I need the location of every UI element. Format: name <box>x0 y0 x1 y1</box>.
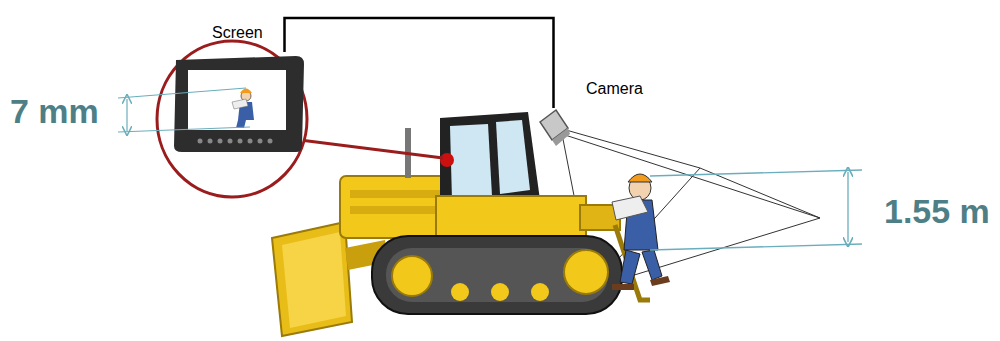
inset-leader <box>300 140 443 158</box>
signal-wire <box>285 18 554 108</box>
worker-figure <box>612 174 670 290</box>
camera-symbol <box>540 110 570 146</box>
camera-box: Camera <box>540 108 570 146</box>
node-label: Screen <box>212 24 263 42</box>
screen-location-dot <box>440 153 454 167</box>
node-label: Camera <box>586 80 643 98</box>
inset-circle <box>157 41 307 197</box>
height-dimension <box>650 170 862 250</box>
screen-box: Screen <box>174 52 304 152</box>
dimension-label: 1.55 m <box>884 192 990 231</box>
bulldozer <box>272 112 650 336</box>
dimension-label: 7 mm <box>10 92 99 131</box>
monitor-symbol <box>174 56 304 152</box>
screen-height-dimension <box>118 88 250 132</box>
